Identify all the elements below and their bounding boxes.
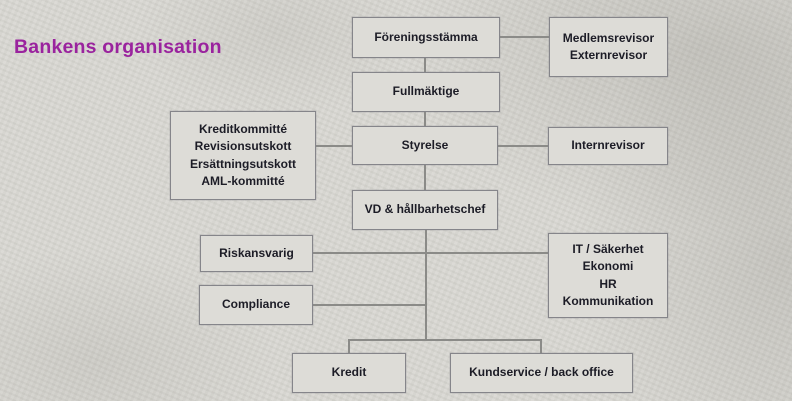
- org-box-medlemsrevisor-line-2: Externrevisor: [569, 48, 648, 62]
- org-box-kreditkommitte-line-2: Revisionsutskott: [194, 139, 292, 153]
- connector-foreningsstamma-medlemsrevisor: [499, 36, 550, 38]
- org-box-fullmaktige-label: Fullmäktige: [392, 84, 460, 99]
- org-box-it-stab: IT / Säkerhet Ekonomi HR Kommunikation: [548, 233, 668, 318]
- org-box-riskansvarig-label: Riskansvarig: [219, 245, 294, 260]
- connector-branch-kredit: [348, 339, 350, 354]
- connector-riskansvarig-itstab: [312, 252, 549, 254]
- org-box-kundservice-label: Kundservice / back office: [469, 365, 614, 380]
- org-box-styrelse-label: Styrelse: [401, 137, 449, 152]
- org-box-it-stab-line-2: Ekonomi: [582, 259, 634, 273]
- org-box-medlemsrevisor-line-1: Medlemsrevisor: [562, 30, 655, 45]
- connector-foreningsstamma-fullmaktige: [424, 57, 426, 73]
- org-box-kreditkommitte: Kreditkommitté Revisionsutskott Ersättni…: [170, 111, 316, 200]
- org-box-it-stab-line-4: Kommunikation: [562, 294, 654, 308]
- org-box-kreditkommitte-line-3: Ersättningsutskott: [189, 156, 296, 171]
- org-box-fullmaktige: Fullmäktige: [352, 72, 500, 112]
- connector-bottom-branch: [348, 339, 542, 341]
- org-box-vd-hallbarhetschef: VD & hållbarhetschef: [352, 190, 498, 230]
- org-box-foreningsstamma: Föreningsstämma: [352, 17, 500, 58]
- connector-kreditkommitte-styrelse: [315, 145, 353, 147]
- connector-branch-kundservice: [540, 339, 542, 354]
- connector-styrelse-internrevisor: [497, 145, 549, 147]
- connector-vd-trunk: [425, 229, 427, 341]
- page-title: Bankens organisation: [14, 36, 222, 58]
- org-box-styrelse: Styrelse: [352, 126, 498, 165]
- org-box-kundservice: Kundservice / back office: [450, 353, 633, 393]
- org-box-it-stab-line-1: IT / Säkerhet: [572, 241, 644, 256]
- org-box-it-stab-line-3: HR: [599, 276, 617, 291]
- org-box-kredit-label: Kredit: [331, 365, 367, 380]
- org-box-foreningsstamma-label: Föreningsstämma: [374, 29, 478, 44]
- org-box-kreditkommitte-line-1: Kreditkommitté: [198, 121, 287, 136]
- org-box-kredit: Kredit: [292, 353, 406, 393]
- org-box-medlemsrevisor: Medlemsrevisor Externrevisor: [549, 17, 668, 77]
- org-box-vd-label: VD & hållbarhetschef: [364, 202, 486, 217]
- connector-styrelse-vd: [424, 164, 426, 191]
- org-box-kreditkommitte-line-4: AML-kommitté: [201, 174, 285, 188]
- connector-compliance-trunk: [312, 304, 427, 306]
- org-box-internrevisor-label: Internrevisor: [571, 138, 645, 153]
- org-box-riskansvarig: Riskansvarig: [200, 235, 313, 272]
- org-box-compliance-label: Compliance: [221, 297, 290, 312]
- connector-fullmaktige-styrelse: [424, 111, 426, 127]
- org-box-compliance: Compliance: [199, 285, 313, 325]
- org-box-internrevisor: Internrevisor: [548, 127, 668, 165]
